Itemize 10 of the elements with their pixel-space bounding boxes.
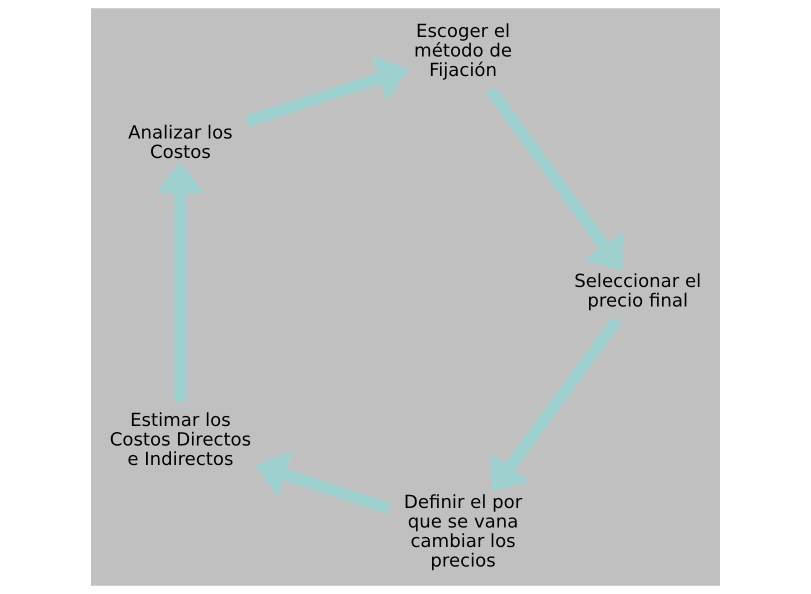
node-text: Definir el por que se vana cambiar los precios [404, 492, 522, 572]
arrow [156, 162, 205, 402]
arrow [256, 452, 392, 514]
node-text: Seleccionar el precio final [574, 271, 702, 312]
node-text: Escoger el método de Fijación [414, 21, 512, 81]
node-text: Estimar los Costos Directos e Indirectos [110, 410, 252, 470]
arrow [246, 56, 409, 128]
arrow [486, 86, 624, 272]
node-text: Analizar los Costos [128, 122, 233, 164]
arrow [490, 317, 622, 492]
